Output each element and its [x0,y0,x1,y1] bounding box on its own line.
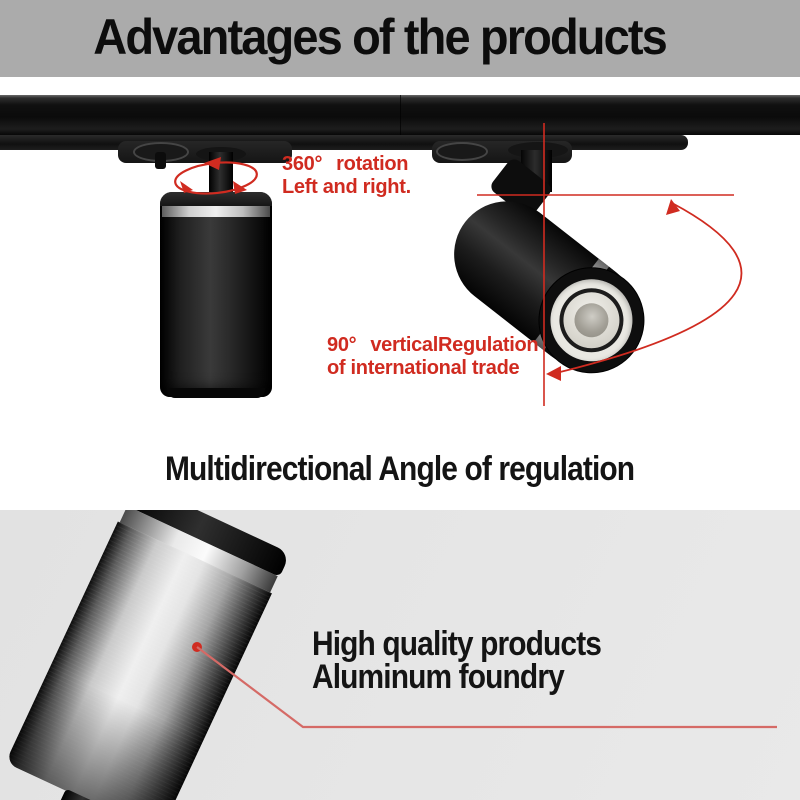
spotlight-left-body [160,192,272,397]
quality-caption-line2: Aluminum foundry [312,658,565,696]
vertical-annotation: 90° verticalRegulation of international t… [327,334,539,380]
page-title: Advantages of the products [93,9,669,65]
rotation-label: rotation [336,153,409,175]
rotation-degree: 360° [282,153,323,175]
adapter-dial-right [436,142,488,161]
rotation-annotation-line2: Left and right. [282,176,411,198]
track-rail-channel [0,135,688,150]
track-rail-seam [400,95,401,135]
quality-section: High quality products Aluminum foundry [0,510,800,800]
vertical-degree: 90° [327,334,357,356]
rotation-annotation: 360° rotation Left and right. [282,153,411,199]
spotlight-left-silver-band [162,206,270,217]
vertical-label: verticalRegulation [370,334,539,356]
spotlight-left-bottom-lip [167,388,265,398]
rotation-annotation-line1: 360° rotation [282,153,411,176]
adapter-tab-left [155,152,166,169]
quality-caption: High quality products Aluminum foundry [312,625,640,696]
multidirectional-caption-text: Multidirectional Angle of regulation [165,450,635,488]
banner: Advantages of the products [0,0,800,77]
vertical-annotation-line1: 90° verticalRegulation [327,334,539,357]
multidirectional-caption: Multidirectional Angle of regulation [0,450,800,489]
vertical-annotation-line2: of international trade [327,357,520,379]
quality-caption-line1: High quality products [312,625,602,663]
spotlight-left-stem [209,152,233,196]
spotlight-bottom [0,510,291,800]
